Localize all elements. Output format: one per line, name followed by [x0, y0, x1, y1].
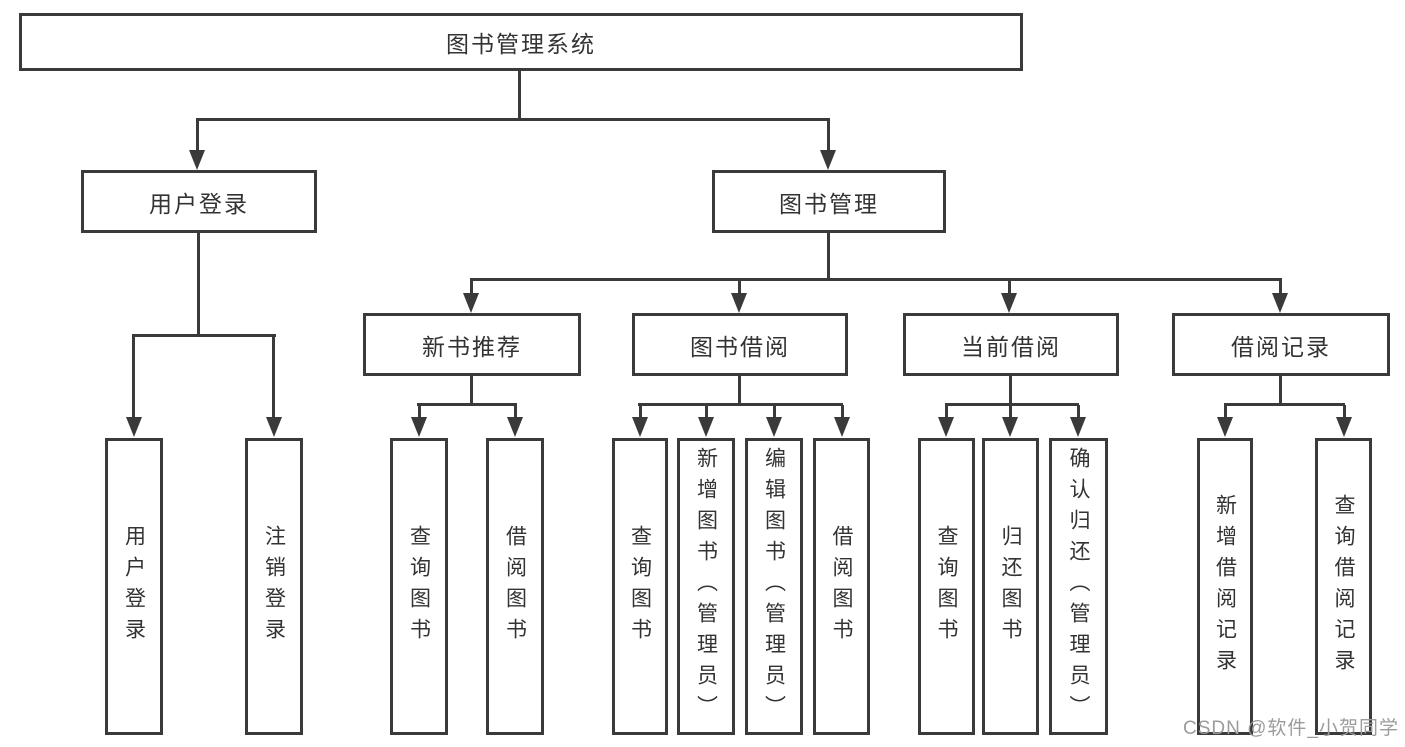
leaf-label: 查询图书 — [407, 524, 431, 649]
leaf-label: 查询图书 — [935, 524, 958, 649]
connector-line — [197, 232, 200, 337]
node-label: 图书借阅 — [690, 333, 790, 360]
arrow-down-icon — [126, 417, 142, 437]
node-book-borrowing: 图书借阅 — [632, 313, 848, 376]
arrow-down-icon — [731, 293, 747, 313]
leaf-label: 新增借阅记录 — [1213, 493, 1237, 680]
connector-line — [1009, 405, 1012, 419]
leaf-logout: 注销登录 — [245, 438, 303, 735]
arrow-down-icon — [834, 417, 850, 437]
connector-line — [196, 118, 830, 121]
connector-line — [1224, 405, 1227, 419]
leaf-borrow-books: 借阅图书 — [813, 438, 870, 735]
arrow-down-icon — [463, 293, 479, 313]
connector-line — [1009, 375, 1012, 406]
arrow-down-icon — [266, 417, 282, 437]
arrow-down-icon — [766, 417, 782, 437]
node-root: 图书管理系统 — [19, 13, 1023, 71]
arrow-down-icon — [189, 150, 205, 170]
leaf-label: 用户登录 — [122, 524, 146, 649]
node-label: 借阅记录 — [1231, 333, 1331, 360]
connector-line — [518, 70, 521, 121]
leaf-label: 借阅图书 — [830, 524, 853, 649]
arrow-down-icon — [698, 417, 714, 437]
leaf-query-books-borrowing: 查询图书 — [612, 438, 668, 735]
node-root-label: 图书管理系统 — [446, 31, 596, 57]
arrow-down-icon — [632, 417, 648, 437]
leaf-edit-books-admin: 编辑图书（管理员） — [745, 438, 803, 735]
leaf-label: 新增图书（管理员） — [694, 447, 718, 726]
connector-line — [738, 375, 741, 406]
connector-line — [470, 375, 473, 406]
node-book-management: 图书管理 — [712, 170, 946, 233]
connector-line — [272, 336, 275, 419]
connector-line — [1224, 403, 1345, 406]
connector-line — [1077, 405, 1080, 419]
node-new-book-recommend: 新书推荐 — [363, 313, 581, 376]
node-label: 用户登录 — [149, 190, 249, 217]
connector-line — [841, 405, 844, 419]
leaf-label: 注销登录 — [262, 524, 286, 649]
csdn-watermark: CSDN @软件_小贺同学 — [1183, 718, 1399, 739]
leaf-user-login: 用户登录 — [105, 438, 163, 735]
connector-line — [638, 403, 843, 406]
connector-line — [132, 336, 135, 419]
connector-line — [945, 405, 948, 419]
node-user-login: 用户登录 — [81, 170, 317, 233]
connector-line — [827, 120, 830, 153]
leaf-borrow-books-recommend: 借阅图书 — [486, 438, 544, 735]
leaf-label: 归还图书 — [999, 524, 1022, 649]
connector-line — [470, 278, 1282, 281]
leaf-label: 确认归还（管理员） — [1067, 447, 1090, 726]
connector-line — [514, 405, 517, 419]
leaf-label: 编辑图书（管理员） — [762, 447, 786, 726]
arrow-down-icon — [1272, 293, 1288, 313]
arrow-down-icon — [820, 150, 836, 170]
leaf-add-books-admin: 新增图书（管理员） — [677, 438, 735, 735]
leaf-return-books: 归还图书 — [982, 438, 1039, 735]
connector-line — [470, 280, 473, 296]
connector-line — [1279, 375, 1282, 406]
arrow-down-icon — [938, 417, 954, 437]
connector-line — [418, 405, 421, 419]
arrow-down-icon — [1070, 417, 1086, 437]
leaf-confirm-return-admin: 确认归还（管理员） — [1049, 438, 1108, 735]
leaf-add-borrow-record: 新增借阅记录 — [1197, 438, 1253, 735]
leaf-query-borrow-record: 查询借阅记录 — [1315, 438, 1372, 735]
connector-line — [945, 403, 1079, 406]
arrow-down-icon — [507, 417, 523, 437]
connector-line — [196, 120, 199, 153]
node-current-borrowing: 当前借阅 — [903, 313, 1119, 376]
connector-line — [417, 403, 517, 406]
leaf-label: 查询图书 — [628, 524, 652, 649]
connector-line — [705, 405, 708, 419]
arrow-down-icon — [1336, 417, 1352, 437]
connector-line — [827, 232, 830, 280]
arrow-down-icon — [1002, 417, 1018, 437]
connector-line — [132, 334, 276, 337]
leaf-label: 借阅图书 — [503, 524, 527, 649]
node-label: 新书推荐 — [422, 333, 522, 360]
node-label: 当前借阅 — [961, 333, 1061, 360]
arrow-down-icon — [411, 417, 427, 437]
connector-line — [773, 405, 776, 419]
arrow-down-icon — [1001, 293, 1017, 313]
leaf-label: 查询借阅记录 — [1332, 493, 1355, 680]
node-label: 图书管理 — [779, 190, 879, 217]
arrow-down-icon — [1217, 417, 1233, 437]
connector-line — [1279, 280, 1282, 296]
leaf-query-books-recommend: 查询图书 — [390, 438, 448, 735]
leaf-query-books-current: 查询图书 — [918, 438, 975, 735]
connector-line — [639, 405, 642, 419]
connector-line — [738, 280, 741, 296]
node-borrowing-records: 借阅记录 — [1172, 313, 1390, 376]
connector-line — [1343, 405, 1346, 419]
connector-line — [1008, 280, 1011, 296]
